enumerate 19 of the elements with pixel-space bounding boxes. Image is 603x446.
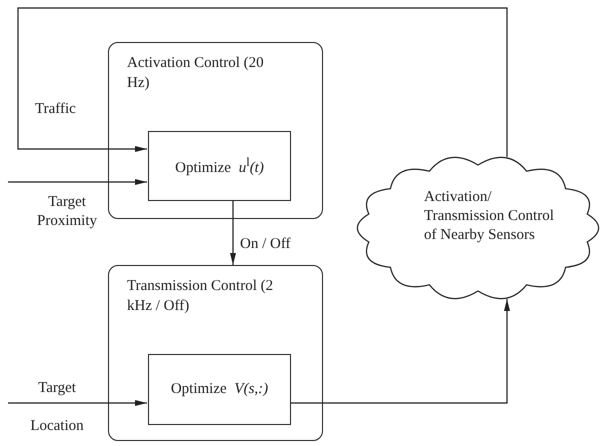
arrow [8, 400, 147, 406]
cloud-shape [356, 155, 600, 301]
group-title: Transmission Control (2 kHz / Off) [127, 277, 274, 316]
edge-label: Target Location [29, 379, 85, 436]
edge-label: Traffic [35, 101, 76, 118]
control-group-box [108, 265, 323, 441]
process-label: Optimize V(s,:) [170, 381, 268, 398]
process-label: Optimize u$^{l}$(t) [175, 155, 264, 177]
arrow [230, 200, 236, 265]
process-box [148, 131, 291, 201]
group-title: Activation Control (20 Hz) [127, 54, 265, 93]
arrow [17, 7, 508, 157]
control-group-box [108, 42, 323, 219]
edge-label: Target Proximity [37, 193, 97, 231]
edge-label: On / Off [240, 236, 291, 253]
arrow [290, 299, 510, 404]
process-box [148, 354, 291, 425]
arrow [8, 179, 147, 185]
cloud-label: Activation/ Transmission Control of Nearby Sensors [424, 188, 555, 245]
